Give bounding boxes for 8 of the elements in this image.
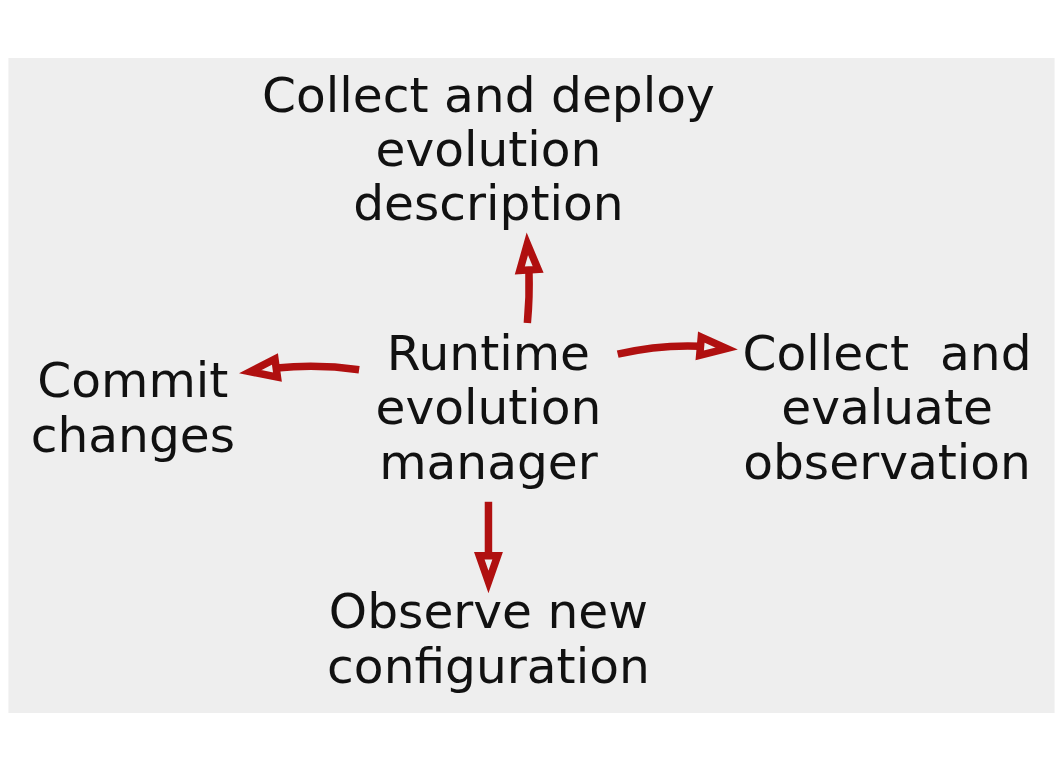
node-text: Collect and deploy evolution description xyxy=(262,66,715,231)
arrow xyxy=(616,331,738,360)
arrow xyxy=(239,352,360,382)
node-text: Collect and evaluate observation xyxy=(742,324,1032,490)
node-text: Commit changes xyxy=(30,351,236,463)
node-text: Runtime evolution manager xyxy=(375,324,602,490)
arrow xyxy=(514,232,544,323)
node-text: Observe new configuration xyxy=(327,582,650,694)
